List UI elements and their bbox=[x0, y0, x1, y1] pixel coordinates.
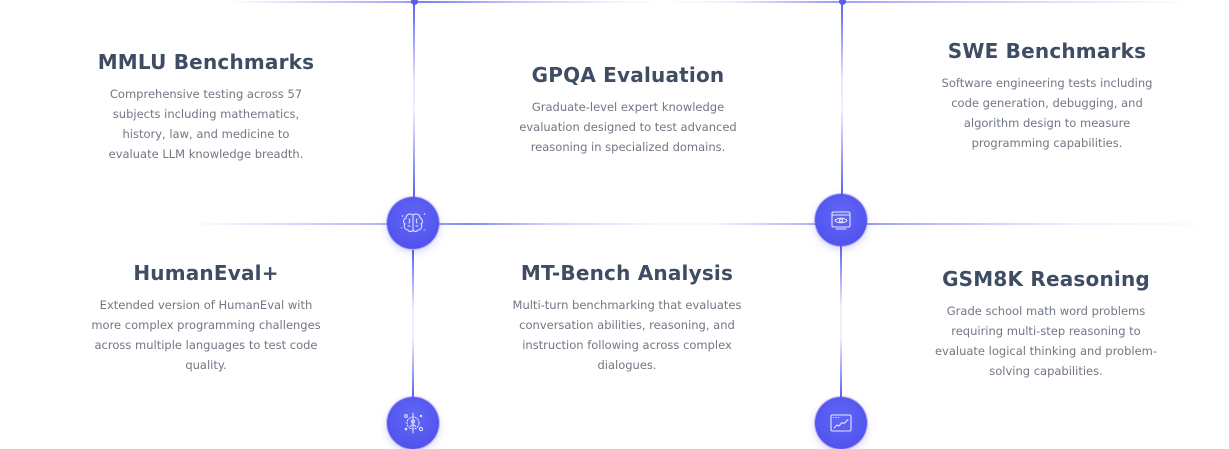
top-connector-line bbox=[230, 1, 1190, 3]
node-person-orbit bbox=[387, 397, 439, 449]
trend-chart-icon bbox=[830, 414, 852, 432]
vertical-line-left-top bbox=[413, 2, 415, 198]
vertical-line-right-bottom bbox=[840, 246, 842, 398]
benchmark-card-gsm8k: GSM8K Reasoning Grade school math word p… bbox=[926, 267, 1166, 381]
eye-monitor-icon bbox=[831, 211, 851, 230]
middle-connector-line bbox=[190, 223, 1229, 225]
card-title: HumanEval+ bbox=[133, 261, 279, 285]
vertical-line-left-bottom bbox=[412, 250, 414, 398]
node-trend-chart bbox=[815, 397, 867, 449]
card-description: Graduate-level expert knowledge evaluati… bbox=[519, 100, 737, 154]
benchmark-card-mtbench: MT-Bench Analysis Multi-turn benchmarkin… bbox=[496, 261, 758, 375]
card-title: GPQA Evaluation bbox=[531, 63, 725, 87]
person-orbit-icon bbox=[404, 412, 424, 434]
card-title: MT-Bench Analysis bbox=[520, 261, 734, 285]
card-description: Software engineering tests including cod… bbox=[941, 76, 1153, 150]
benchmark-card-swe: SWE Benchmarks Software engineering test… bbox=[922, 39, 1172, 153]
card-title: GSM8K Reasoning bbox=[942, 267, 1150, 291]
vertical-line-right-top bbox=[841, 2, 843, 196]
card-description: Multi-turn benchmarking that evaluates c… bbox=[512, 298, 742, 372]
node-brain bbox=[387, 197, 439, 249]
node-eye-monitor bbox=[815, 194, 867, 246]
brain-icon bbox=[400, 213, 426, 232]
card-description: Extended version of HumanEval with more … bbox=[91, 298, 321, 372]
benchmark-card-mmlu: MMLU Benchmarks Comprehensive testing ac… bbox=[86, 50, 326, 164]
card-title: MMLU Benchmarks bbox=[97, 50, 315, 74]
card-description: Grade school math word problems requirin… bbox=[934, 304, 1158, 378]
card-title: SWE Benchmarks bbox=[947, 39, 1147, 63]
card-description: Comprehensive testing across 57 subjects… bbox=[108, 87, 304, 161]
benchmark-card-gpqa: GPQA Evaluation Graduate-level expert kn… bbox=[500, 63, 756, 157]
benchmark-card-humaneval: HumanEval+ Extended version of HumanEval… bbox=[88, 261, 324, 375]
